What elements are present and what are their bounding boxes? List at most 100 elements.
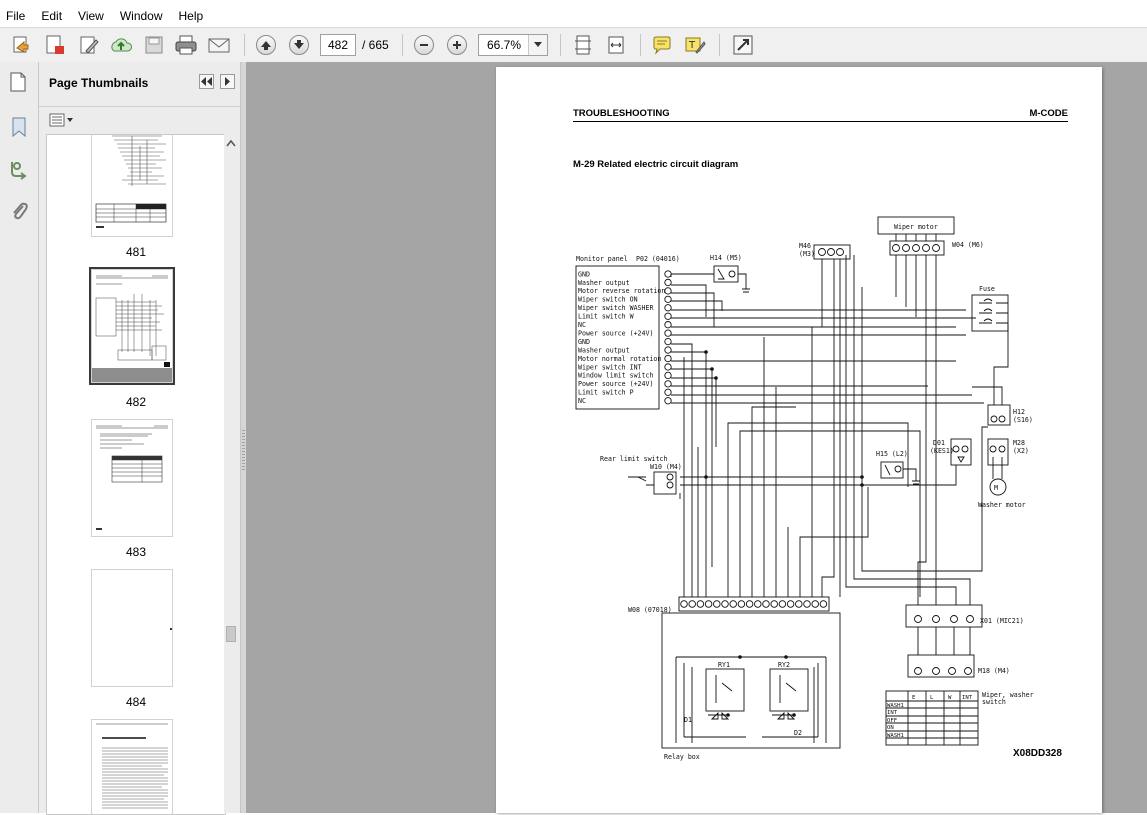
thumbnail-page-485[interactable]	[91, 719, 173, 814]
label-wiper-washer-switch-2: switch	[982, 698, 1006, 706]
speech-bubble-icon	[653, 36, 671, 55]
page-preview	[170, 628, 172, 630]
fit-page-icon	[575, 35, 591, 55]
switch-table-column: INT	[962, 695, 973, 701]
toolbar-separator	[244, 34, 245, 56]
monitor-pin	[664, 371, 672, 380]
edit-button[interactable]	[76, 32, 102, 58]
signature-icon	[11, 162, 27, 180]
menu-edit[interactable]: Edit	[41, 9, 63, 23]
label-m28: M28	[1013, 439, 1025, 447]
document-viewport[interactable]: TROUBLESHOOTING M-CODE M-29 Related elec…	[246, 62, 1147, 813]
signatures-button[interactable]	[8, 158, 30, 180]
page-header-right: M-CODE	[1029, 108, 1068, 119]
save-button[interactable]	[141, 32, 167, 58]
scroll-up-button[interactable]	[224, 136, 238, 150]
switch-table-column: W	[948, 695, 952, 701]
page-number-input[interactable]: 482	[320, 34, 356, 56]
toggle-panel-button[interactable]	[6, 70, 30, 94]
w10-connector	[653, 471, 677, 495]
email-button[interactable]	[206, 32, 232, 58]
paperclip-icon	[13, 202, 28, 220]
zoom-in-button[interactable]	[444, 32, 470, 58]
thumbnail-page-481[interactable]	[91, 135, 173, 237]
highlight-button[interactable]: T	[682, 32, 708, 58]
menu-window[interactable]: Window	[119, 9, 163, 23]
fit-page-button[interactable]	[570, 32, 596, 58]
highlight-text-icon: T	[685, 37, 706, 54]
comment-button[interactable]	[649, 32, 675, 58]
w04-pin	[932, 244, 940, 252]
attachments-button[interactable]	[8, 200, 30, 222]
open-file-button[interactable]	[8, 32, 34, 58]
m18-connector	[907, 654, 975, 678]
chevron-down-icon[interactable]	[528, 35, 547, 55]
open-folder-icon	[13, 36, 29, 53]
switch-table	[885, 690, 979, 746]
page-header-left: TROUBLESHOOTING	[573, 108, 670, 119]
scrollbar-thumb[interactable]	[226, 626, 236, 642]
w08-pin	[795, 600, 803, 608]
navigation-rail	[0, 62, 39, 813]
expand-panel-button[interactable]	[220, 74, 235, 89]
fit-width-button[interactable]	[603, 32, 629, 58]
thumbnail-page-483[interactable]	[91, 419, 173, 537]
next-page-button[interactable]	[286, 32, 312, 58]
collapse-panel-button[interactable]	[199, 74, 214, 89]
thumbnail-page-484[interactable]	[91, 569, 173, 687]
create-pdf-icon	[46, 35, 64, 54]
menu-help[interactable]: Help	[178, 9, 204, 23]
bookmarks-button[interactable]	[8, 116, 30, 138]
print-button[interactable]	[173, 32, 199, 58]
w08-pin	[680, 600, 688, 608]
figure-code: X08DD328	[1013, 748, 1062, 759]
label-washer-motor: Washer motor	[978, 501, 1026, 509]
create-pdf-button[interactable]	[42, 32, 68, 58]
label-ry1: RY1	[718, 661, 730, 669]
label-relay-box: Relay box	[664, 753, 700, 761]
thumbnail-page-482[interactable]	[89, 267, 175, 385]
toolbar-separator	[560, 34, 561, 56]
w08-pin	[786, 600, 795, 608]
w08-pin	[696, 600, 705, 608]
thumbnail-scrollbar[interactable]	[224, 134, 238, 813]
monitor-pin	[664, 337, 672, 346]
monitor-pin	[664, 354, 672, 363]
toolbar-separator	[402, 34, 403, 56]
monitor-pin	[664, 388, 672, 396]
pdf-page: TROUBLESHOOTING M-CODE M-29 Related elec…	[496, 67, 1102, 813]
label-ry2: RY2	[778, 661, 790, 669]
chevron-up-icon	[226, 139, 236, 147]
w08-pin	[721, 600, 729, 608]
m28-connector	[987, 438, 1009, 466]
monitor-pin-label: Power source (+24V)	[578, 380, 653, 388]
x01-connector	[905, 604, 983, 628]
previous-page-button[interactable]	[253, 32, 279, 58]
page-preview	[95, 135, 167, 228]
monitor-pin-label: GND	[578, 338, 590, 346]
monitor-panel-box	[575, 265, 660, 410]
monitor-pin	[664, 270, 672, 278]
zoom-select[interactable]: 66.7%	[478, 34, 548, 56]
menu-view[interactable]: View	[78, 9, 104, 23]
monitor-pin	[664, 278, 672, 287]
w08-pin	[713, 600, 721, 608]
thumbnail-label: 482	[125, 395, 147, 409]
w04-pin	[902, 244, 910, 252]
monitor-pin-label: Wiper switch INT	[578, 363, 642, 371]
expand-button[interactable]	[730, 32, 756, 58]
panel-splitter[interactable]	[241, 62, 246, 813]
upload-button[interactable]	[108, 32, 134, 58]
thumbnail-options-button[interactable]	[49, 112, 75, 128]
menu-bar: File Edit View Window Help	[0, 6, 1147, 26]
double-chevron-left-icon	[201, 77, 212, 86]
monitor-pin-label: GND	[578, 270, 590, 278]
minus-icon	[414, 35, 434, 55]
options-menu-icon	[49, 113, 73, 127]
zoom-out-button[interactable]	[411, 32, 437, 58]
monitor-pin	[664, 287, 672, 295]
label-h12: H12	[1013, 408, 1025, 416]
menu-file[interactable]: File	[6, 9, 26, 23]
monitor-pin-label: Wiper switch WASHER	[578, 304, 653, 312]
thumbnails-panel: Page Thumbnails 481	[39, 62, 241, 815]
